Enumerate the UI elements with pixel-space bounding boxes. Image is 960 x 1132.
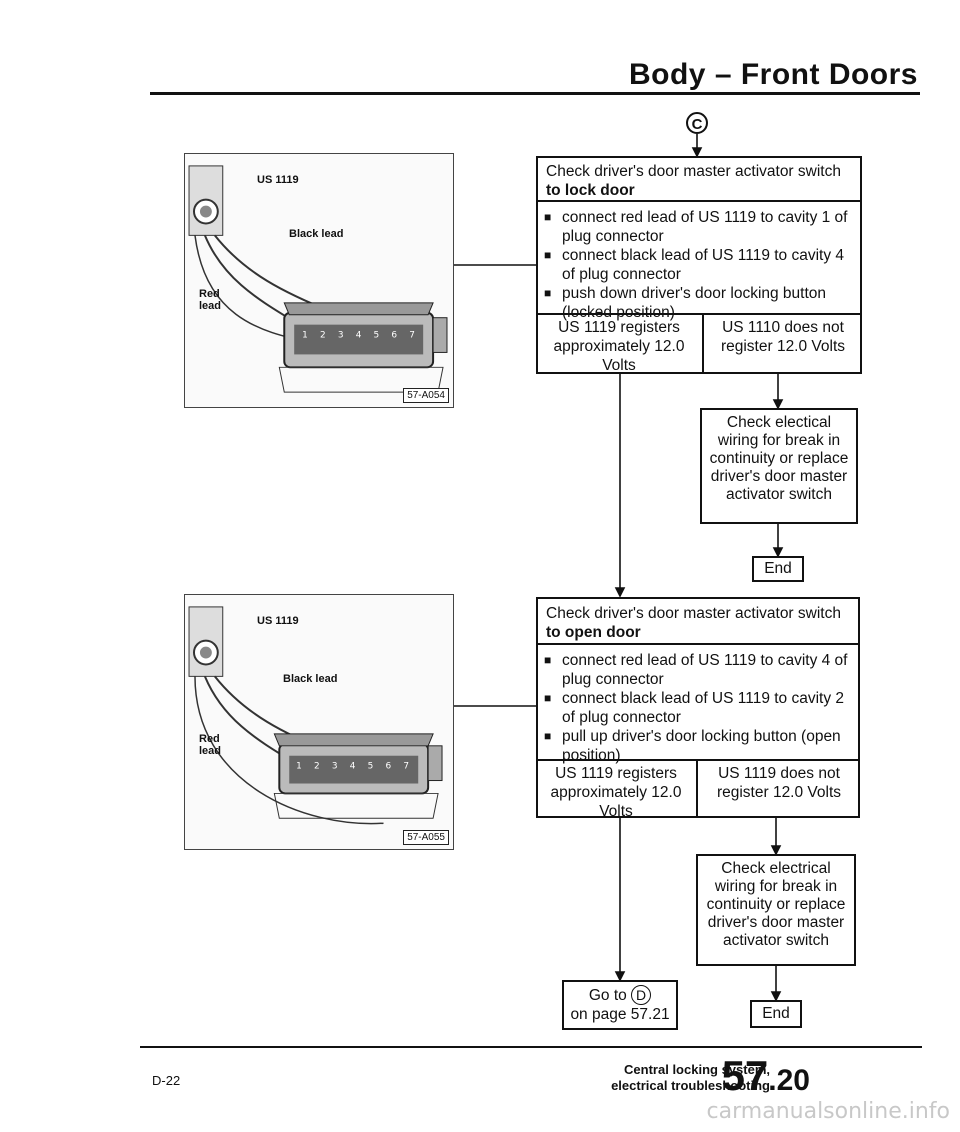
page-code: D-22 [152,1073,181,1088]
box1-result-left: US 1119 registers approximately 12.0 Vol… [553,319,685,374]
step: connect red lead of US 1119 to cavity 1 … [542,208,854,246]
red-lead-label: Red lead [199,733,222,757]
figure-code: 57-A054 [403,388,449,403]
svg-text:6: 6 [391,331,397,341]
figure-code: 57-A055 [403,830,449,845]
check1-text: Check electical wiring for break in cont… [709,414,849,503]
step: push down driver's door locking button (… [542,284,854,322]
box1-split [702,313,704,372]
test-setup-image-2: 1 2 3 4 5 6 7 US 1119 Black lead Red lead 57-… [184,594,454,850]
connector-c: C [686,112,708,134]
red-lead-label: Red lead [199,288,222,312]
box2-steps: connect red lead of US 1119 to cavity 4 … [542,651,852,765]
box2-split [696,759,698,816]
tester-label: US 1119 [257,615,299,627]
page-title: Body – Front Doors [628,58,918,91]
svg-text:2: 2 [320,331,326,341]
test-setup-image-1: 1 2 3 4 5 6 7 US 1119 Black lead Red lead 57-… [184,153,454,408]
check-lock-door-box: Check driver's door master activator swi… [536,156,862,374]
check2-text: Check electrical wiring for break in con… [706,860,846,949]
tester-label: US 1119 [257,174,299,186]
svg-text:2: 2 [314,762,320,772]
footer-subtitle: Central locking system, electrical troub… [611,1062,770,1093]
end-box-1: End [752,556,804,582]
watermark: carmanualsonline.info [706,1099,950,1124]
check-wiring-box-2: Check electrical wiring for break in con… [696,854,856,966]
box1-divider [538,313,860,315]
svg-text:7: 7 [403,762,409,772]
box2-divider [538,759,858,761]
header-rule [150,92,920,95]
svg-text:4: 4 [350,762,356,772]
svg-text:5: 5 [368,762,374,772]
goto-line2: on page 57.21 [570,1006,670,1023]
svg-text:3: 3 [332,762,338,772]
box2-title: Check driver's door master activator swi… [538,599,858,645]
box2-result-left: US 1119 registers approximately 12.0 Vol… [550,765,682,820]
box1-title: Check driver's door master activator swi… [538,158,860,202]
svg-text:1: 1 [302,331,308,341]
black-lead-label: Black lead [289,228,344,240]
black-lead-label: Black lead [283,673,338,685]
step: connect red lead of US 1119 to cavity 4 … [542,651,852,689]
check-open-door-box: Check driver's door master activator swi… [536,597,860,820]
svg-text:1: 1 [296,762,302,772]
connector-d: D [631,985,652,1005]
check-wiring-box-1: Check electical wiring for break in cont… [700,408,858,524]
box1-result-right: US 1110 does not register 12.0 Volts [720,319,846,355]
svg-text:6: 6 [385,762,391,772]
end-box-2: End [750,1000,802,1028]
step: connect black lead of US 1119 to cavity … [542,246,854,284]
box2-result-right: US 1119 does not register 12.0 Volts [716,765,842,801]
svg-text:3: 3 [338,331,344,341]
end-label: End [764,560,792,577]
svg-text:5: 5 [374,331,380,341]
step: connect black lead of US 1119 to cavity … [542,689,852,727]
svg-text:7: 7 [409,331,415,341]
svg-text:4: 4 [356,331,362,341]
footer-rule [140,1046,922,1048]
goto-box: Go to D on page 57.21 [562,980,678,1030]
end-label: End [762,1005,790,1022]
goto-line1: Go to D [568,985,672,1005]
page-number: 57.20 [721,1052,810,1099]
box1-steps: connect red lead of US 1119 to cavity 1 … [542,208,854,322]
